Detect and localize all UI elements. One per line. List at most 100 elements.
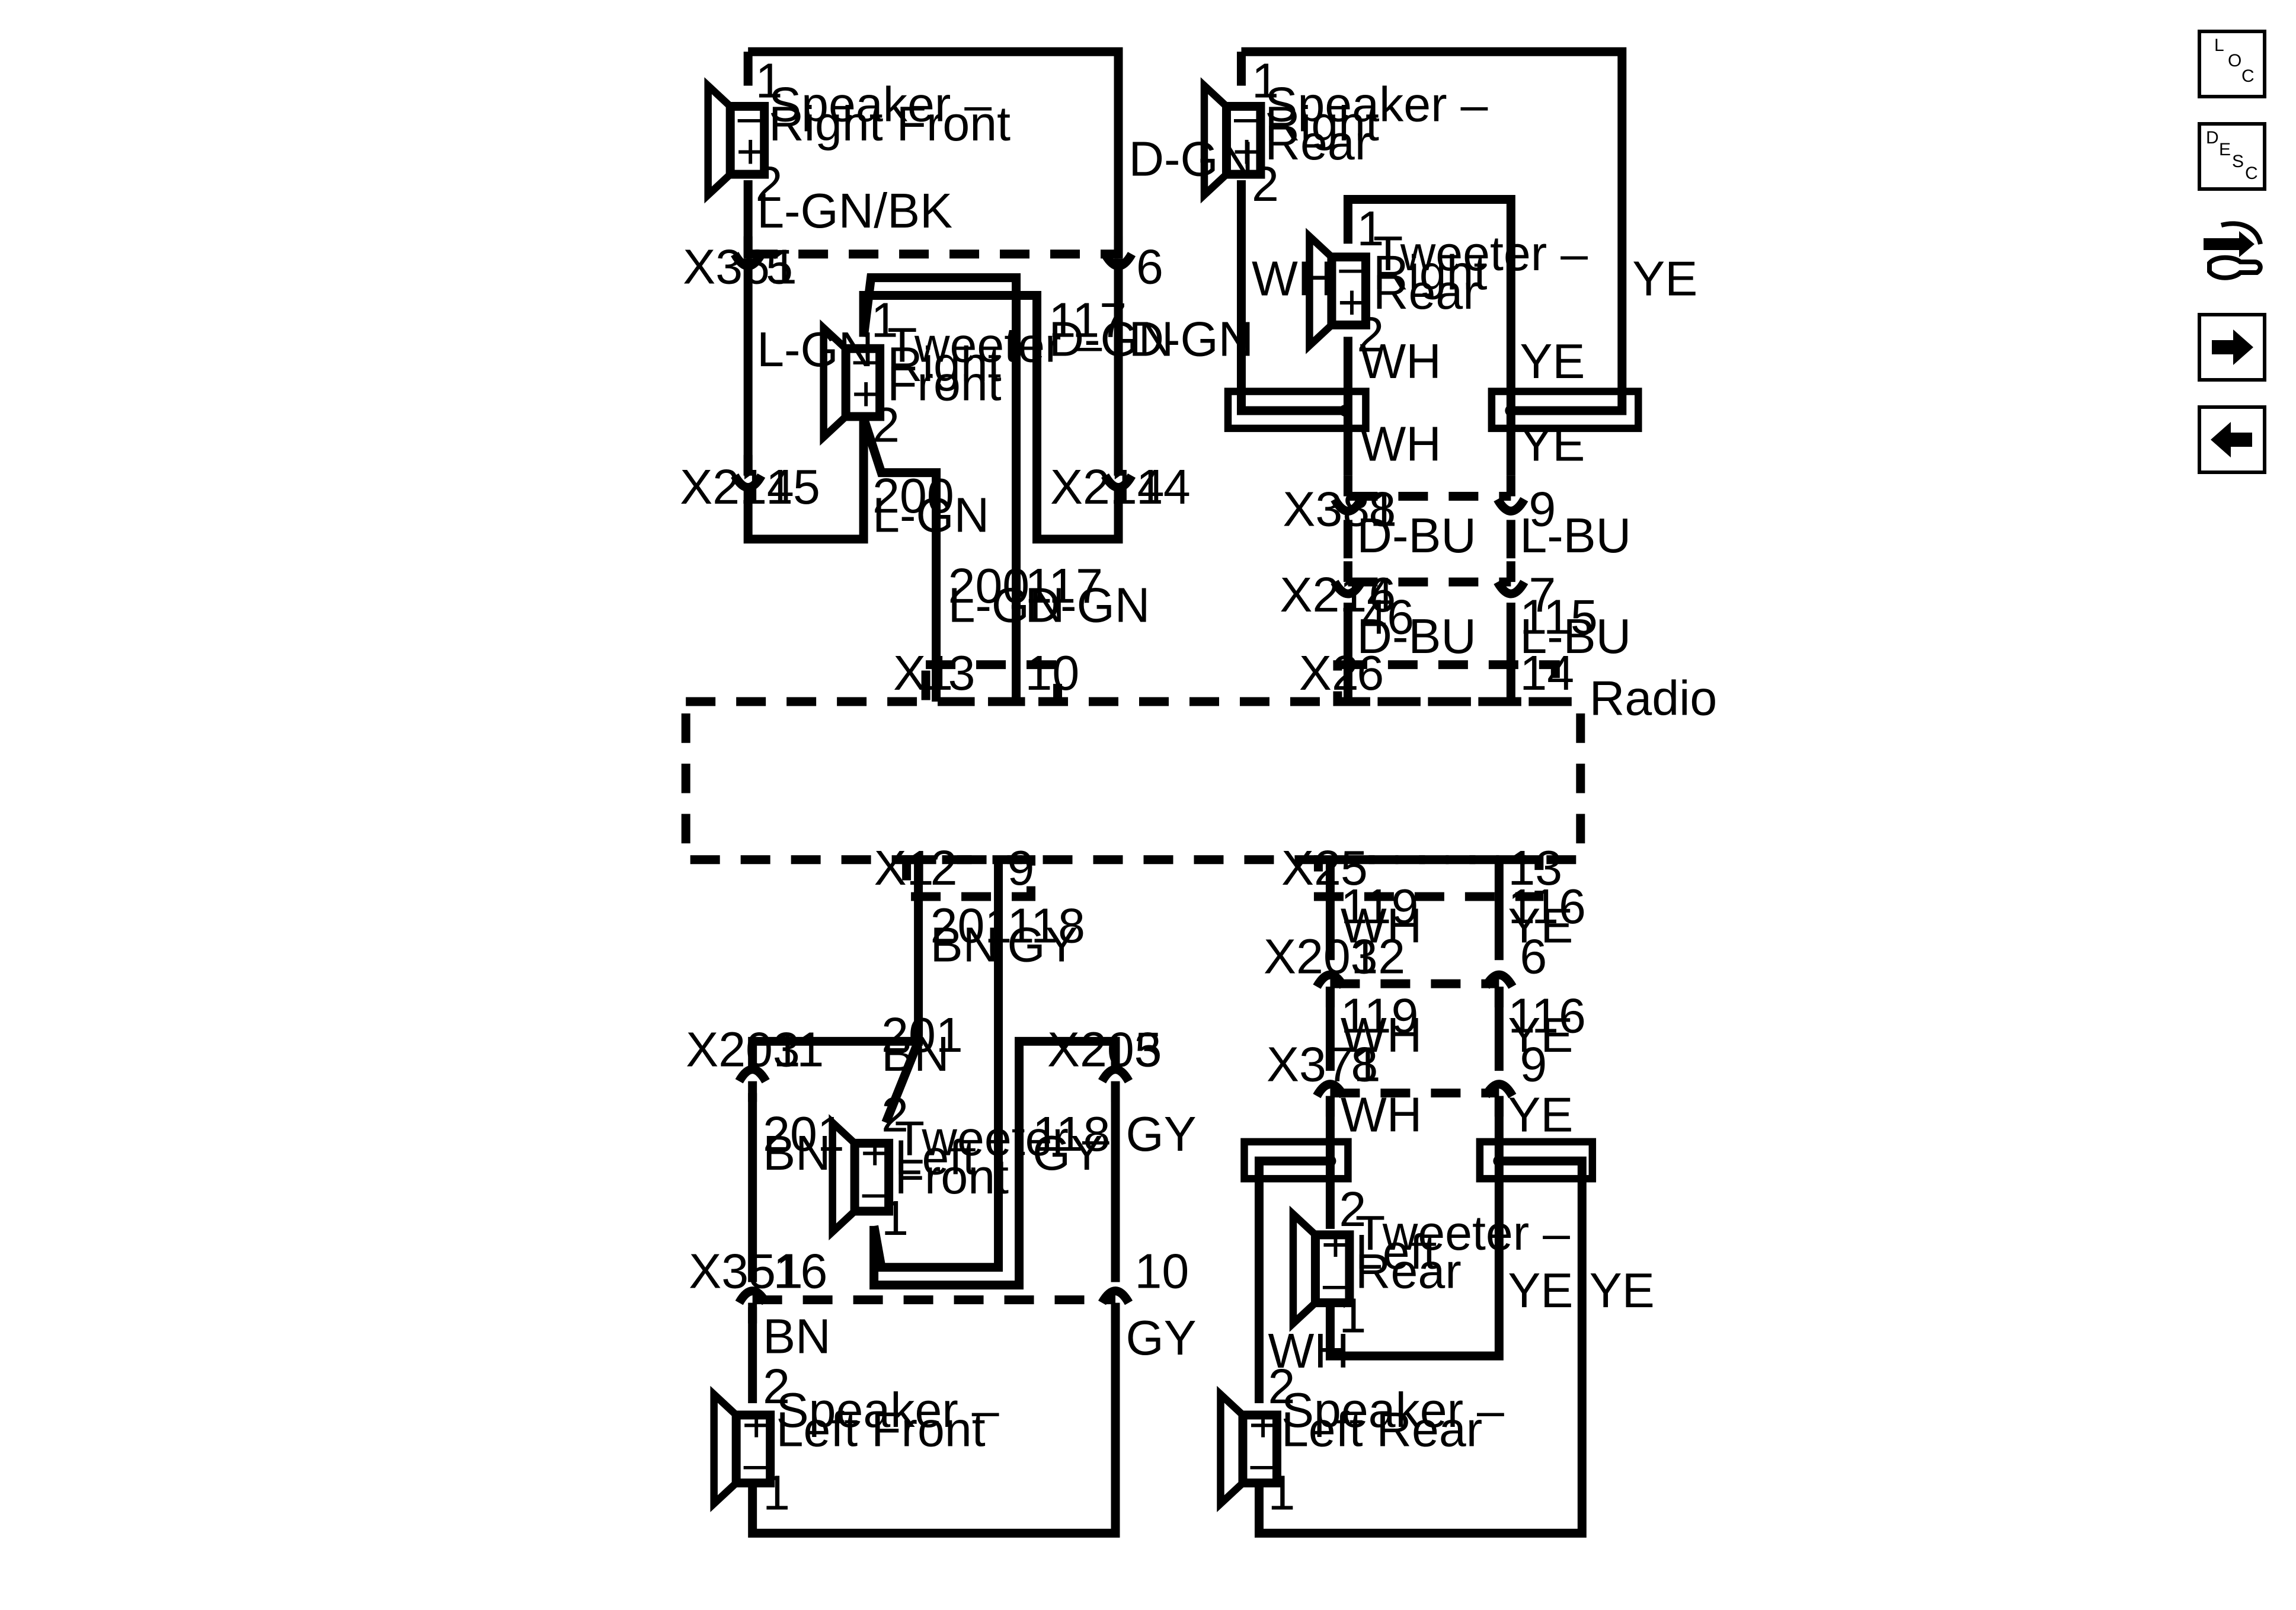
wire-color-label: D-GN (1049, 312, 1174, 367)
wire-color-label: BN (881, 1027, 949, 1081)
tweeter-right-front-icon: –+ (820, 319, 885, 446)
wire-color-label: L-BU (1520, 508, 1631, 563)
component-label: Right (1265, 97, 1379, 151)
wiring (743, 47, 1627, 1538)
pin-label: 2 (872, 398, 900, 452)
component-label: Speaker – (1281, 1383, 1504, 1438)
pin-label: 2 (763, 1359, 790, 1414)
pin-number: 9 (1008, 841, 1035, 895)
component-label: Rear (1373, 265, 1479, 319)
plug-x203-5 (1098, 1065, 1133, 1102)
svg-text:+: + (736, 124, 765, 179)
pin-label: 1 (1252, 54, 1279, 108)
desc-letter: S (2232, 152, 2244, 171)
circuit-number: 117 (1049, 293, 1127, 347)
radio-connector-label: X1 (874, 841, 934, 895)
connector-label: X214 (1280, 568, 1394, 622)
wire-color-label: YE (1508, 1087, 1573, 1142)
wire-color-label: L-GN (948, 578, 1065, 633)
connector-wrench-button[interactable] (2198, 215, 2266, 283)
plug-x203-6 (1482, 970, 1517, 1007)
component-label: Tweeter – (887, 318, 1102, 373)
svg-text:+: + (1321, 1218, 1350, 1272)
speaker-left-rear-icon: +– (1217, 1385, 1281, 1512)
pin-number: 9 (1528, 482, 1556, 536)
pin-label: 1 (763, 1466, 790, 1521)
wire-color-label: GY (1032, 1126, 1103, 1180)
pin-label: 2 (756, 157, 783, 212)
wire-color-label: BN (763, 1309, 831, 1363)
tweeter-left-front-icon: +– (829, 1114, 894, 1241)
wire-color-label: WH (1360, 417, 1441, 472)
wire-color-label: D-GN (1025, 578, 1150, 633)
splice-blocks (1224, 388, 1642, 1183)
svg-text:–: – (853, 331, 881, 386)
connector-label: X214 (680, 460, 794, 514)
pin-number: 14 (1136, 460, 1191, 514)
labels: 1 Speaker – Right Front 2 L-GN/BK D-GN X… (680, 54, 1717, 1521)
wire-color-label: GY (1126, 1107, 1197, 1161)
wire-color-label: WH (1360, 334, 1441, 389)
wire-color-label: WH (1341, 1008, 1422, 1062)
tweeter-left-rear-icon: +– (1289, 1205, 1354, 1332)
svg-text:+: + (852, 367, 880, 421)
speaker-left-front-icon: +– (710, 1385, 775, 1512)
pin-number: 10 (1025, 646, 1080, 700)
svg-text:+: + (1232, 124, 1261, 179)
connector-label: X361 (683, 240, 797, 295)
plug-x203-11 (735, 1065, 770, 1102)
pin-number: 14 (1520, 646, 1574, 700)
wire-color-label: YE (1632, 252, 1697, 306)
component-label: Speaker – (1265, 77, 1488, 132)
component-label: Tweeter – (1355, 1206, 1570, 1260)
desc-button[interactable]: D E S C (2198, 122, 2266, 191)
plug-x361-5 (731, 236, 766, 270)
pin-label: 2 (1357, 308, 1384, 362)
pin-label: 1 (881, 1191, 909, 1246)
speaker-right-front-icon: –+ (704, 77, 769, 204)
circuit-number: 116 (1508, 879, 1585, 934)
wire-color-label: D-BU (1357, 609, 1476, 664)
plug-x214-7 (1494, 561, 1528, 598)
connector-label: X381 (1283, 482, 1397, 536)
circuit-number: 118 (1032, 1107, 1110, 1161)
connector-label: X351 (689, 1244, 803, 1299)
circuit-number: 200 (948, 559, 1030, 613)
plug-x351-10 (1098, 1286, 1133, 1324)
speaker-right-rear-icon: –+ (1200, 77, 1265, 204)
pin-number: 13 (1508, 841, 1562, 895)
svg-text:–: – (744, 1436, 771, 1491)
connector-wrench-icon (2204, 221, 2263, 280)
desc-letter: D (2206, 128, 2219, 148)
component-label: Speaker – (769, 77, 992, 132)
svg-text:+: + (1338, 276, 1366, 330)
wire-color-label: YE (1508, 1263, 1573, 1318)
component-label: Rear (1265, 116, 1371, 170)
loc-button[interactable]: L O C (2198, 30, 2266, 98)
arrow-right-icon (2212, 329, 2253, 365)
connector-plugs (731, 236, 1528, 1324)
component-label: Right Front (769, 97, 1011, 151)
pin-number: 16 (773, 1244, 828, 1299)
pin-label: 2 (1268, 1359, 1295, 1414)
component-label: Tweeter – (895, 1111, 1109, 1166)
pin-number: 7 (1528, 568, 1556, 622)
prev-page-button[interactable] (2198, 405, 2266, 474)
desc-letter: C (2245, 164, 2258, 183)
pin-number: 6 (1520, 930, 1547, 984)
pin-label: 1 (1357, 201, 1384, 256)
pin-number: 8 (1368, 482, 1396, 536)
radio-label: Radio (1590, 671, 1717, 726)
pin-number: 9 (1520, 1038, 1547, 1092)
next-page-button[interactable] (2198, 313, 2266, 382)
circuit-number: 117 (1025, 559, 1103, 613)
component-label: Rear (1355, 1244, 1462, 1299)
wire-color-label: WH (1268, 1324, 1349, 1378)
radio-connector-label: X2 (1299, 646, 1359, 700)
pin-number: 15 (766, 460, 820, 514)
pin-number: 3 (948, 646, 976, 700)
pin-label: 1 (756, 54, 783, 108)
wire-color-label: D-BU (1357, 508, 1476, 563)
connector-label: X214 (1050, 460, 1165, 514)
circuit-number: 119 (1341, 879, 1418, 934)
